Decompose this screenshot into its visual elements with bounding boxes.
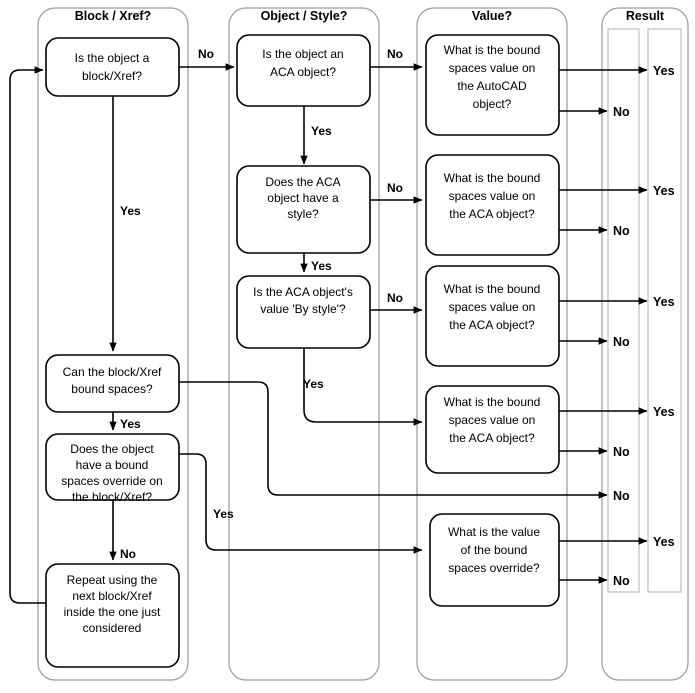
node-text-line: of the bound (461, 543, 528, 557)
node-text-line: Does the ACA (265, 175, 340, 189)
result-label-3: Yes (653, 184, 675, 198)
node-text-line: spaces value on (449, 61, 536, 75)
node-text-line: value 'By style'? (260, 302, 346, 316)
node-text-line: the ACA object? (449, 207, 535, 221)
node-value-aca-object-1[interactable]: What is the bound spaces value on the AC… (425, 154, 560, 256)
edge-label-override-no: No (120, 547, 136, 561)
lane-title-object-style: Object / Style? (261, 9, 348, 23)
node-value-aca-object-2[interactable]: What is the bound spaces value on the AC… (425, 265, 560, 367)
node-text-line: inside the one just (64, 605, 161, 619)
edge-label-aca-style-yes: Yes (311, 259, 332, 273)
node-aca-value-by-style[interactable]: Is the ACA object's value 'By style'? (236, 275, 371, 349)
edge-label-aca-style-no: No (387, 181, 403, 195)
node-is-object-aca[interactable]: Is the object an ACA object? (236, 34, 371, 107)
edge-label-override-yes: Yes (213, 507, 234, 521)
node-text-line: What is the bound (444, 282, 541, 296)
node-text-line: the AutoCAD (457, 79, 527, 93)
edge-override-yes (179, 453, 423, 554)
lane-container-result: Result (601, 7, 689, 681)
result-label-9: No (613, 489, 630, 503)
node-text-line: What is the bound (444, 171, 541, 185)
lane-title-value: Value? (472, 9, 512, 23)
node-text-line: Can the block/Xref (63, 365, 162, 379)
node-can-block-bound-spaces[interactable]: Can the block/Xref bound spaces? (45, 354, 180, 413)
node-text-line: the block/Xref? (72, 490, 152, 504)
node-text-line: block/Xref? (82, 69, 142, 83)
edge-label-aca-by-style-yes: Yes (303, 377, 324, 391)
result-label-11: No (613, 574, 630, 588)
result-label-10: Yes (653, 535, 675, 549)
node-aca-has-style[interactable]: Does the ACA object have a style? (236, 165, 371, 254)
edge-label-aca-to-value-no: No (387, 47, 403, 61)
node-text-line: style? (287, 207, 319, 221)
node-text-line: What is the bound (444, 43, 541, 57)
result-label-6: No (613, 335, 630, 349)
result-label-7: Yes (653, 405, 675, 419)
node-text-line: bound spaces? (71, 382, 153, 396)
node-is-object-block-xref[interactable]: Is the object a block/Xref? (45, 37, 180, 97)
edge-aca-by-style-yes (303, 348, 423, 426)
result-label-1: Yes (653, 64, 675, 78)
lane-title-block-xref: Block / Xref? (75, 9, 151, 23)
node-text-line: Is the ACA object's (253, 285, 353, 299)
node-value-aca-object-3[interactable]: What is the bound spaces value on the AC… (425, 385, 560, 474)
node-text-line: Is the object a (75, 51, 150, 65)
result-label-2: No (613, 105, 630, 119)
node-text-line: What is the value (448, 525, 540, 539)
result-slot-no (607, 28, 640, 593)
edge-label-aca-yes-down: Yes (311, 124, 332, 138)
node-text-line: Does the object (70, 442, 154, 456)
result-label-8: No (613, 445, 630, 459)
node-repeat-next-block[interactable]: Repeat using the next block/Xref inside … (45, 563, 180, 668)
edge-label-can-bound-yes: Yes (120, 417, 141, 431)
node-text-line: What is the bound (444, 395, 541, 409)
node-text-line: object? (473, 97, 512, 111)
edge-repeat-loop (9, 66, 50, 604)
node-text-line: have a bound (76, 458, 149, 472)
node-text-line: Repeat using the (67, 573, 158, 587)
node-value-override[interactable]: What is the value of the bound spaces ov… (429, 513, 560, 607)
result-label-5: Yes (653, 295, 675, 309)
node-text-line: next block/Xref (72, 589, 152, 603)
node-text-line: spaces value on (449, 300, 536, 314)
node-text-line: spaces value on (449, 189, 536, 203)
edge-can-bound-no-to-result (179, 381, 608, 499)
lane-title-result: Result (626, 9, 665, 23)
node-text-line: Is the object an (262, 47, 343, 61)
edge-label-block-yes-down: Yes (120, 204, 141, 218)
node-text-line: ACA object? (270, 65, 336, 79)
node-text-line: spaces value on (449, 413, 536, 427)
node-text-line: spaces override? (448, 561, 540, 575)
node-value-autocad-object[interactable]: What is the bound spaces value on the Au… (425, 34, 560, 136)
result-slot-yes (647, 28, 682, 593)
edge-label-aca-by-style-no: No (387, 291, 403, 305)
node-text-line: object have a (267, 191, 339, 205)
result-label-4: No (613, 224, 630, 238)
node-text-line: the ACA object? (449, 431, 535, 445)
node-object-has-override[interactable]: Does the object have a bound spaces over… (45, 433, 180, 504)
edge-label-block-to-aca-no: No (198, 47, 214, 61)
node-text-line: the ACA object? (449, 318, 535, 332)
node-text-line: spaces override on (61, 474, 162, 488)
node-text-line: considered (83, 621, 142, 635)
